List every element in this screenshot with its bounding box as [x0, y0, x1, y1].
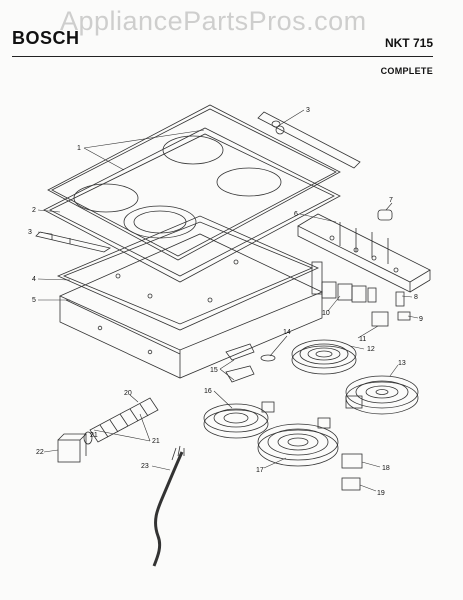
- callout-17: 17: [256, 467, 264, 474]
- header-rule: [12, 56, 433, 57]
- callout-14: 14: [283, 329, 291, 336]
- callout-20: 20: [124, 390, 132, 397]
- callout-15: 15: [210, 367, 218, 374]
- callout-1: 1: [77, 145, 81, 152]
- switch-block: [321, 281, 411, 327]
- left-bracket: [35, 231, 111, 253]
- callout-19: 19: [377, 490, 385, 497]
- brand-logo: BOSCH: [12, 28, 80, 48]
- knob: [377, 209, 393, 221]
- control-rail: [297, 213, 431, 293]
- heating-element-12: [291, 339, 357, 375]
- callout-3-top: 3: [306, 107, 310, 114]
- leader-lines: [37, 109, 419, 492]
- callout-5: 5: [32, 297, 36, 304]
- callout-numbers: 1 2 3 3 4 5 6 7 8 9 10 11 12 13 14 15 16…: [28, 107, 423, 497]
- callout-2: 2: [32, 207, 36, 214]
- callout-18: 18: [382, 465, 390, 472]
- rear-rail: [257, 111, 361, 169]
- power-cable: [152, 445, 185, 567]
- junction-box: [57, 433, 87, 463]
- callout-3-left: 3: [28, 229, 32, 236]
- callout-21-second: 21: [90, 432, 98, 439]
- callout-13: 13: [398, 360, 406, 367]
- callout-10: 10: [322, 310, 330, 317]
- callout-21: 21: [152, 438, 160, 445]
- callout-4: 4: [32, 276, 36, 283]
- conduit-tube: [83, 397, 159, 445]
- callout-22: 22: [36, 449, 44, 456]
- callout-6: 6: [294, 211, 298, 218]
- callout-11: 11: [359, 336, 366, 343]
- callout-9: 9: [419, 316, 423, 323]
- heating-element-16: [203, 401, 275, 439]
- heating-element-17: [257, 417, 339, 467]
- watermark: AppliancePartsPros.com: [60, 6, 367, 36]
- callout-8: 8: [414, 294, 418, 301]
- callout-12: 12: [367, 346, 375, 353]
- limiter: [225, 343, 276, 383]
- model-number: NKT 715: [384, 36, 433, 50]
- diagram-subtitle: COMPLETE: [380, 66, 433, 76]
- terminal-block: [341, 453, 363, 491]
- trim-frame: [43, 127, 341, 283]
- callout-16: 16: [204, 388, 212, 395]
- glass-cooktop: [47, 104, 341, 261]
- callout-7: 7: [389, 197, 393, 204]
- callout-23: 23: [141, 463, 149, 470]
- heating-element-13: [345, 375, 419, 415]
